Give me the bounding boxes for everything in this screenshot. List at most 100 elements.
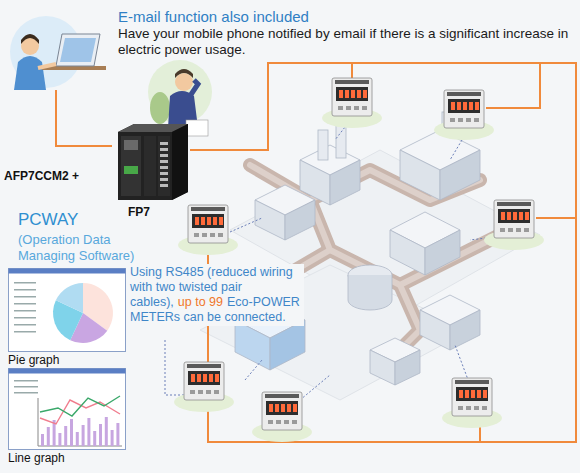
pie-icon xyxy=(14,303,36,305)
factory-buildings xyxy=(390,230,425,275)
businessman-icon xyxy=(150,92,170,124)
eco-power-meter xyxy=(252,392,312,442)
eco-power-meter xyxy=(498,209,530,223)
line-icon xyxy=(116,423,119,446)
pie-icon xyxy=(14,324,36,326)
pie-graph-window: Pie graph xyxy=(8,268,126,352)
factory-buildings xyxy=(235,320,270,370)
computer-icon xyxy=(38,64,56,68)
plc-icon xyxy=(172,124,188,200)
eco-power-meter xyxy=(483,390,487,398)
eco-power-meter xyxy=(450,118,455,122)
factory-buildings xyxy=(420,310,450,350)
eco-power-meter xyxy=(345,90,349,98)
eco-power-meter xyxy=(335,80,369,84)
eco-power-meter xyxy=(338,106,343,110)
pie-icon xyxy=(9,269,126,274)
eco-power-meter xyxy=(269,404,273,412)
line-icon xyxy=(14,392,38,394)
factory-buildings xyxy=(318,130,328,160)
eco-power-meter xyxy=(214,390,219,394)
software-name: PCWAY xyxy=(18,210,178,230)
line-icon xyxy=(9,369,126,450)
computer-icon xyxy=(4,6,108,90)
computer-icon xyxy=(56,34,100,66)
line-icon xyxy=(40,396,120,416)
eco-power-meter xyxy=(339,90,343,98)
node-label: AFP7CCM2 + xyxy=(4,170,104,184)
node-label: FP7 xyxy=(128,206,188,220)
eco-power-meter xyxy=(357,90,361,98)
pie-icon xyxy=(53,283,113,343)
eco-power-meter xyxy=(457,102,461,110)
eco-power-meter xyxy=(322,78,382,128)
measurement-leader xyxy=(230,218,262,232)
eco-power-meter xyxy=(213,217,217,225)
eco-power-meter xyxy=(292,420,297,424)
eco-power-meter xyxy=(284,420,289,424)
rs485-wiring xyxy=(536,217,576,219)
eco-power-meter xyxy=(351,90,355,98)
plc-icon xyxy=(160,142,168,145)
eco-power-meter xyxy=(187,364,221,368)
eco-power-meter xyxy=(458,118,463,122)
factory-buildings xyxy=(425,230,460,275)
eco-power-meter xyxy=(215,374,219,382)
factory-buildings xyxy=(336,124,346,158)
eco-power-meter xyxy=(178,205,238,255)
factory-buildings xyxy=(235,112,480,385)
plc-icon xyxy=(160,154,168,157)
plc-icon xyxy=(160,160,168,163)
eco-power-meter xyxy=(203,374,207,382)
line-icon xyxy=(14,386,38,388)
eco-power-meter xyxy=(442,378,502,428)
computer-icon xyxy=(21,34,39,44)
pie-icon xyxy=(14,289,36,291)
eco-power-meter xyxy=(195,217,199,225)
rs485-wiring xyxy=(190,63,576,442)
eco-power-meter xyxy=(198,390,203,394)
line-icon xyxy=(105,417,108,446)
eco-power-meter xyxy=(210,233,215,237)
eco-power-meter xyxy=(192,214,224,228)
eco-power-meter xyxy=(336,87,368,101)
plc-icon xyxy=(160,172,168,175)
eco-power-meter xyxy=(466,406,471,410)
line-icon xyxy=(70,419,73,446)
factory-buildings xyxy=(440,150,480,200)
factory-buildings xyxy=(270,320,305,370)
businessman-icon xyxy=(186,120,208,136)
measurement-leader xyxy=(165,118,510,400)
pie-icon xyxy=(14,331,36,333)
plc-unit: AFP7CCM2 +FP7 xyxy=(112,122,190,202)
eco-power-meter xyxy=(447,92,481,96)
eco-power-meter xyxy=(452,378,492,416)
eco-power-meters xyxy=(174,78,544,442)
eco-power-meter xyxy=(519,212,523,220)
computer-icon xyxy=(14,56,46,90)
conveyor-belt xyxy=(310,200,500,285)
eco-power-meter xyxy=(501,212,505,220)
line-icon xyxy=(93,431,96,446)
rs485-note: Using RS485 (reduced wiring with two twi… xyxy=(128,264,304,326)
eco-power-meter xyxy=(466,118,471,122)
eco-power-meter xyxy=(525,212,529,220)
plc-icon xyxy=(160,184,168,187)
eco-power-meter xyxy=(197,374,201,382)
factory-buildings xyxy=(330,160,360,205)
eco-power-meter xyxy=(207,217,211,225)
network-cable xyxy=(56,90,112,146)
factory-buildings xyxy=(395,350,420,385)
eco-power-meter xyxy=(477,390,481,398)
eco-power-meter xyxy=(434,90,494,140)
eco-power-meter xyxy=(469,102,473,110)
line-graph-window: Line graph xyxy=(8,368,126,450)
eco-power-meter xyxy=(474,118,479,122)
pie-icon xyxy=(14,282,36,284)
eco-power-meter xyxy=(184,362,224,400)
plc-icon xyxy=(160,148,168,151)
eco-power-meter xyxy=(209,374,213,382)
factory-buildings xyxy=(450,310,480,350)
rs485-wiring xyxy=(351,63,353,78)
computer-user: E-mail function also includedHave your m… xyxy=(4,6,108,90)
